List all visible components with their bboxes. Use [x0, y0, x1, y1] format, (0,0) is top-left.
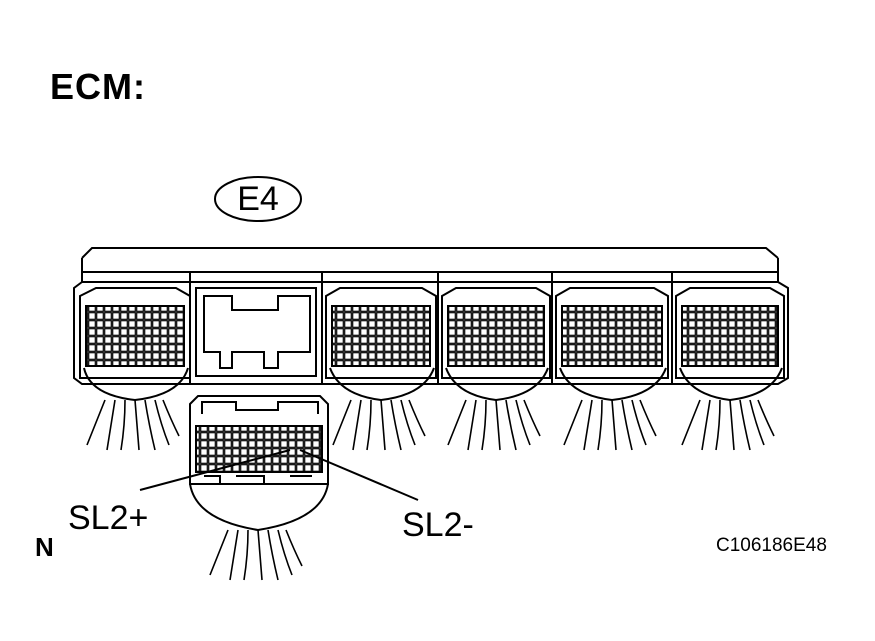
ecm-connector-6: [675, 287, 785, 451]
leader-line-sl2-plus: [139, 449, 291, 491]
e4-connector: [189, 395, 329, 581]
e4-label-ellipse: [214, 176, 302, 222]
ecm-connector-5: [555, 287, 669, 451]
figure-id: C106186E48: [716, 535, 827, 556]
pin-label-sl2-minus: SL2-: [402, 506, 474, 544]
ecm-connector-2-socket: [195, 287, 317, 377]
diagram-title: ECM:: [50, 66, 146, 107]
ecm-connector-4: [441, 287, 551, 451]
pin-label-sl2-plus: SL2+: [68, 499, 149, 537]
leader-line-sl2-minus: [299, 449, 419, 501]
ecm-housing: [73, 247, 789, 385]
ecm-connector-1: [79, 287, 191, 451]
connector-label-e4: E4: [237, 179, 279, 218]
ecm-connector-3: [325, 287, 437, 451]
corner-mark: N: [35, 532, 54, 562]
